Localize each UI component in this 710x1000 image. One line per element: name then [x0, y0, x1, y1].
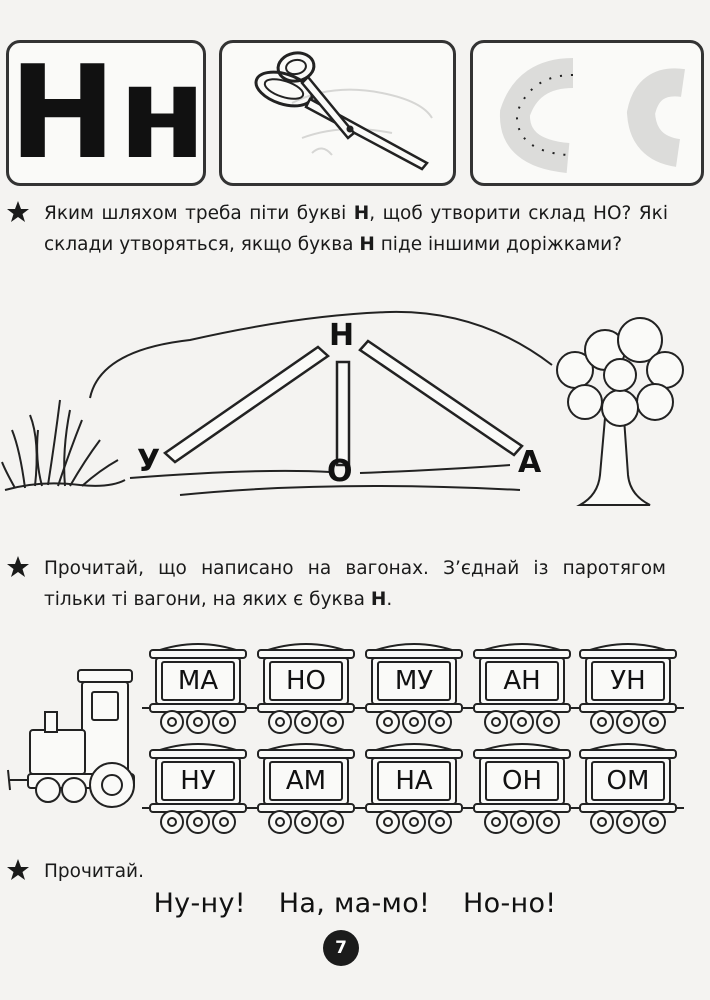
maze-letter-right: А: [518, 445, 542, 480]
wagon-label: МУ: [394, 666, 434, 696]
wagon: [142, 643, 254, 734]
star-icon: [7, 556, 29, 577]
reading-word: На, ма-мо!: [278, 888, 431, 919]
wagon: [142, 743, 254, 834]
wagon-label: НУ: [180, 766, 216, 796]
path-right: [358, 339, 524, 457]
task-1-text: Яким шляхом треба піти букві Н, щоб утво…: [44, 203, 668, 255]
wagon: [466, 743, 578, 834]
page-number: 7: [323, 930, 359, 966]
task-2: Прочитай, що написано на вагонах. З’єдна…: [6, 553, 666, 615]
maze-illustration: [1, 310, 684, 506]
star-icon: [7, 859, 29, 880]
wagon: [572, 743, 684, 834]
maze-letter-top: Н: [329, 318, 355, 353]
scissors-picture-card: [219, 40, 456, 186]
wagon-label: АН: [503, 666, 541, 696]
letter-card: Нн: [6, 40, 206, 186]
maze-letter-left: У: [137, 444, 161, 479]
letter-trace-card: [470, 40, 704, 186]
reading-word: Ну-ну!: [153, 888, 246, 919]
task-3: Прочитай.: [6, 856, 706, 887]
wagon-label: ОМ: [606, 766, 650, 796]
maze-letter-middle: О: [327, 454, 353, 489]
task-3-text: Прочитай.: [44, 861, 144, 882]
wagon: [250, 643, 362, 734]
wagon-label: НА: [395, 766, 433, 796]
wagons: [142, 643, 684, 834]
train-illustration: [7, 643, 684, 834]
wagon-label: АМ: [285, 766, 327, 796]
grass-icon: [1, 399, 126, 491]
wagon: [358, 743, 470, 834]
reading-words: Ну-ну! На, ма-мо! Но-но!: [0, 888, 710, 919]
path-left: [162, 345, 331, 464]
maze-paths: [162, 339, 524, 467]
star-icon: [7, 201, 29, 222]
wagon-label: ОН: [501, 766, 542, 796]
wagon-label: УН: [610, 666, 646, 696]
tree-icon: [556, 317, 684, 506]
wagon: [572, 643, 684, 734]
scissors-icon: [254, 51, 433, 171]
path-middle: [335, 360, 351, 467]
locomotive-icon: [7, 669, 135, 808]
reading-word: Но-но!: [463, 888, 557, 919]
letter-card-text: Нн: [9, 40, 206, 186]
wagon-label: МА: [177, 666, 219, 696]
wagon-label: НО: [285, 666, 326, 696]
wagon: [250, 743, 362, 834]
wagon: [466, 643, 578, 734]
task-2-text: Прочитай, що написано на вагонах. З’єдна…: [44, 558, 666, 610]
faint-letter-icon: [500, 58, 685, 173]
wagon: [358, 643, 470, 734]
task-1: Яким шляхом треба піти букві Н, щоб утво…: [6, 198, 668, 260]
